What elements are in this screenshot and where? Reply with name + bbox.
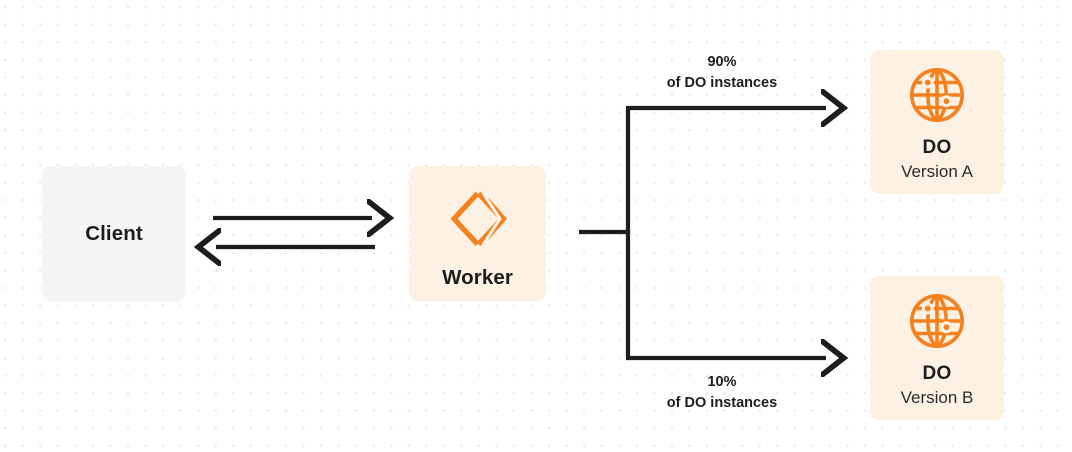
edge-label-do-b-percent: 10%: [707, 374, 737, 390]
node-do-version-b[interactable]: DO Version B: [870, 276, 1004, 420]
node-worker[interactable]: Worker: [409, 166, 546, 301]
node-worker-label: Worker: [442, 266, 513, 289]
edge-label-do-a: 90% of DO instances: [626, 52, 818, 93]
node-do-b-label: DO: [922, 363, 952, 384]
node-do-version-a[interactable]: DO Version A: [870, 50, 1004, 194]
edge-label-do-b: 10% of DO instances: [626, 372, 818, 413]
node-client[interactable]: Client: [42, 166, 186, 301]
node-do-b-version: Version B: [900, 388, 974, 407]
globe-icon: [908, 66, 966, 124]
globe-icon: [908, 292, 966, 350]
cloudflare-workers-icon: [447, 188, 509, 250]
node-do-a-label: DO: [922, 137, 952, 158]
node-do-a-version: Version A: [901, 162, 973, 181]
edge-label-do-b-detail: of DO instances: [666, 394, 778, 411]
node-client-label: Client: [85, 221, 143, 245]
edge-label-do-a-detail: of DO instances: [666, 74, 778, 91]
edge-label-do-a-percent: 90%: [707, 54, 737, 70]
